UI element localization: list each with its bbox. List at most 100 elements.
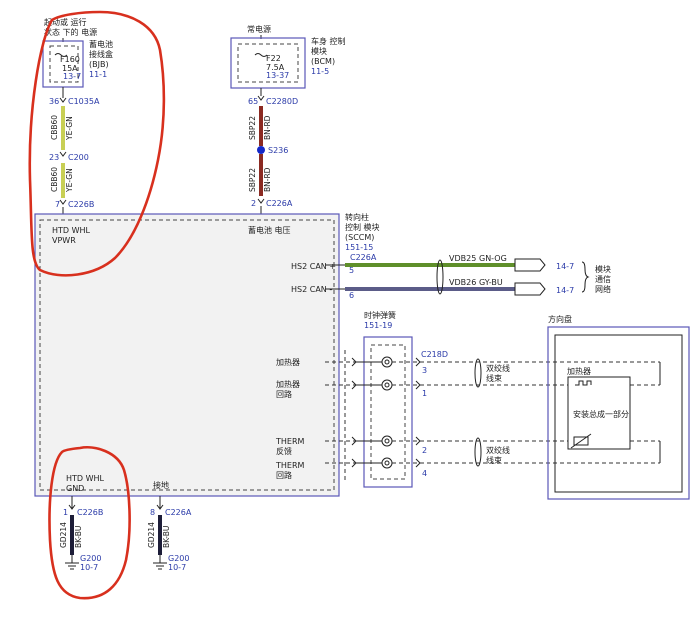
coil-therm-feedback-center [384,438,390,444]
wire-sbp22-color-b: BN-RD [263,167,272,192]
conn-c226a-top: C226A [266,199,293,208]
ground-label: 接地 [153,480,169,490]
conn-c2280d-arrow [257,95,265,101]
pin-7: 7 [55,200,60,209]
pin-23: 23 [49,153,59,162]
gnd-left-color: BK-BU [74,526,83,548]
wire-a-color: YE-GN [65,116,74,141]
fuse-f22-rating: 7.5A [266,63,285,72]
heater-return-label: 加热器 [276,379,300,389]
conn-c1035a: C1035A [68,97,100,106]
hs2-can-minus-label: HS2 CAN - [291,285,332,294]
clockspring-pin-3: 3 [422,366,427,375]
twisted-pair-label-2: 双绞线 [486,445,510,455]
therm-return-label-2: 回路 [276,470,292,480]
can-circuit-vdb26: VDB26 [449,278,476,287]
wire-sbp22-circuit-a: SBP22 [248,116,257,140]
fuse-f160-rating: 15A [62,64,78,73]
battery-voltage-label: 蓄电池 电压 [248,225,291,235]
coil-heater-return-center [384,382,390,388]
annotation-circle-bottom-left [48,446,131,600]
annotation-circle-top-left [28,10,166,277]
gnd-right-arrow [156,504,164,510]
heater-signal-lines [325,350,660,480]
network-label-3: 网络 [595,284,611,294]
fuse-f160-name: F160 [60,55,80,64]
twisted-marker-2 [474,437,482,467]
twisted-pair-label-1: 双绞线 [486,363,510,373]
arrow-cs-out-2 [415,380,421,390]
pin-36: 36 [49,97,59,106]
wire-b-circuit: CBB60 [50,167,59,192]
gnd-right-ref: 10-7 [168,563,186,572]
can-ref-arrow-2 [514,282,546,296]
steering-wheel-box [547,326,690,500]
can-color-gy-bu: GY-BU [479,278,503,287]
steering-wheel: 方向盘 加热器 安装总成一部分 [547,314,690,500]
twisted-pair-marker [436,259,444,295]
can-ref-1: 14-7 [556,262,574,271]
coil-therm-return-center [384,460,390,466]
bjb-fuse-inner [49,45,79,83]
fuse-f160-ref: 13-7 [63,72,81,81]
conn-c200-arrow [59,151,67,157]
wire-b-color: YE-GN [65,168,74,193]
clockspring-pin-4: 4 [422,469,427,478]
gnd-right-color: BK-BU [162,526,171,548]
sccm-module-inner [39,219,335,491]
can-color-gn-og: GN-OG [479,254,507,263]
wheel-heater-label: 加热器 [567,366,591,376]
coil-heater [381,356,393,368]
sccm-label-3: (SCCM) [345,233,374,242]
bjb-label-3: (BJB) [89,60,109,69]
gnd-left-pin: 1 [63,508,68,517]
can-pin-5: 5 [349,266,354,275]
bcm-label: 车身 控制 [311,36,346,46]
wire-sbp22-color-a: BN-RD [263,115,272,140]
bcm-fuse-inner [237,43,299,83]
can-conn-c226a: C226A [350,253,377,262]
twisted-pair-label-1b: 线束 [486,373,502,383]
wire-a-circuit: CBB60 [50,115,59,140]
pin-65: 65 [248,97,258,106]
gnd-left-conn: C226B [77,508,103,517]
clockspring-box [363,336,413,488]
thermistor-symbol [573,436,589,446]
arrow-cs-out-1 [415,357,421,367]
bjb-label: 蓄电池 [89,39,113,49]
sccm-label-2: 控制 模块 [345,222,380,232]
ignition-power-label-2: 状态 下的 电源 [44,27,97,37]
fuse-f22-name: F22 [266,54,281,63]
steering-wheel-inner [554,334,683,493]
conn-c1035a-arrow [59,97,67,103]
therm-feedback-label-2: 反馈 [276,446,292,456]
network-label-2: 通信 [595,274,611,284]
clockspring: 时钟弹簧 151-19 C218D 3 1 2 4 双绞线 线束 双绞线 线束 [363,310,510,488]
clockspring-pin-1: 1 [422,389,427,398]
constant-power-label: 常电源 [247,24,271,34]
wheel-assembly-label: 安装总成一部分 [573,409,629,419]
network-label: 模块 [595,264,611,274]
heater-return-label-2: 回路 [276,389,292,399]
can-circuit-vdb25: VDB25 [449,254,476,263]
fuse-f22-symbol [254,53,268,57]
bcm-ref: 11-5 [311,67,329,76]
network-brace [581,261,590,293]
sccm-module: HTD WHL VPWR 蓄电池 电压 转向柱 控制 模块 (SCCM) 151… [34,212,380,497]
bcm-box [230,37,306,89]
htd-whl-vpwr-label: HTD WHL [52,226,91,235]
heater-label: 加热器 [276,357,300,367]
therm-feedback-label: THERM [275,437,305,446]
ground-right: 8 C226A GD214 BK-BU G200 10-7 [147,496,192,572]
fuse-f160-symbol [54,53,68,57]
arrow-cs-out-3 [415,436,421,446]
gnd-left-ref: 10-7 [80,563,98,572]
bjb-ref: 11-1 [89,70,107,79]
heater-element-symbol [575,380,592,386]
can-bus: C226A 5 6 VDB25 GN-OG VDB26 GY-BU 14-7 1… [325,253,611,300]
gnd-right-g200: G200 [168,554,189,563]
bcm-label-2: 模块 [311,46,327,56]
coil-therm-return [381,457,393,469]
sccm-ref: 151-15 [345,243,373,252]
